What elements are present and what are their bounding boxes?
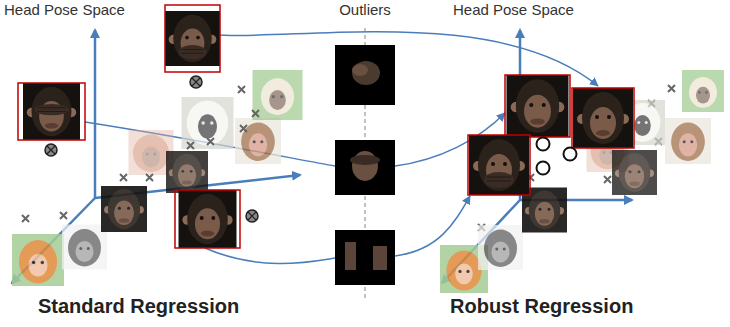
face-thumbnails-left xyxy=(12,234,64,286)
highlighted-faces-right xyxy=(505,75,570,137)
outlier-markers xyxy=(248,212,256,220)
face-thumbnails-right xyxy=(612,150,657,195)
column-label: Outliers xyxy=(339,1,391,18)
face-thumbnails-left xyxy=(101,186,147,232)
crosses xyxy=(252,110,259,117)
highlighted-faces-left xyxy=(18,5,240,248)
outlier-patches xyxy=(335,140,395,195)
outlier-patches xyxy=(345,242,356,270)
highlighted-faces-left xyxy=(165,5,220,72)
outlier-patches xyxy=(373,246,387,270)
face-thumbnails-right xyxy=(440,70,724,293)
face-thumbnails-left xyxy=(253,70,303,120)
outlier-markers xyxy=(192,78,200,86)
crosses xyxy=(146,174,153,181)
highlighted-faces-right xyxy=(572,88,634,148)
outlier-patches xyxy=(335,45,395,105)
crosses xyxy=(22,85,675,231)
highlighted-faces-left xyxy=(179,190,237,248)
highlighted-faces-right xyxy=(468,135,530,195)
outlier-patches xyxy=(352,64,368,76)
curved-arrows xyxy=(205,248,335,264)
axes xyxy=(12,30,632,283)
crosses xyxy=(207,138,214,145)
crosses xyxy=(240,125,247,132)
outlier-patches xyxy=(352,61,380,85)
crosses xyxy=(22,215,29,222)
crosses xyxy=(120,174,127,181)
inlier-markers xyxy=(537,138,577,175)
crosses xyxy=(60,212,67,219)
face-thumbnails-right xyxy=(665,118,711,164)
outlier-markers xyxy=(47,146,55,154)
outlier-markers xyxy=(45,76,258,222)
crosses xyxy=(668,85,675,92)
outlier-patches xyxy=(335,230,395,285)
inlier-markers xyxy=(537,162,550,175)
outlier-patches xyxy=(335,45,395,285)
highlighted-faces-right xyxy=(468,75,634,195)
highlighted-faces-right xyxy=(469,135,529,195)
crosses xyxy=(604,176,611,183)
highlighted-faces-left xyxy=(175,190,240,248)
outlier-markers xyxy=(190,76,202,88)
face-thumbnails-left xyxy=(182,97,234,149)
highlighted-faces-right xyxy=(507,75,569,137)
panel-title: Standard Regression xyxy=(38,295,239,318)
outlier-patches xyxy=(350,155,380,165)
face-thumbnails-right xyxy=(682,70,724,112)
face-thumbnails-left xyxy=(166,151,208,193)
highlighted-faces-left xyxy=(23,83,80,140)
face-thumbnails-left xyxy=(235,118,281,164)
axes xyxy=(94,30,97,198)
crosses xyxy=(187,142,194,149)
inlier-markers xyxy=(564,148,577,161)
highlighted-faces-left xyxy=(18,83,85,140)
outlier-markers xyxy=(45,144,57,156)
highlighted-faces-right xyxy=(573,88,633,148)
face-thumbnails-right xyxy=(478,225,523,270)
axis-label: Head Pose Space xyxy=(453,1,574,18)
outlier-markers xyxy=(246,210,258,222)
crosses xyxy=(238,86,245,93)
face-thumbnails-left xyxy=(12,70,303,286)
highlighted-faces-left xyxy=(165,11,220,66)
axis-label: Head Pose Space xyxy=(4,1,125,18)
inlier-markers xyxy=(537,138,550,151)
face-thumbnails-left xyxy=(62,225,107,270)
panel-title: Robust Regression xyxy=(450,295,633,318)
